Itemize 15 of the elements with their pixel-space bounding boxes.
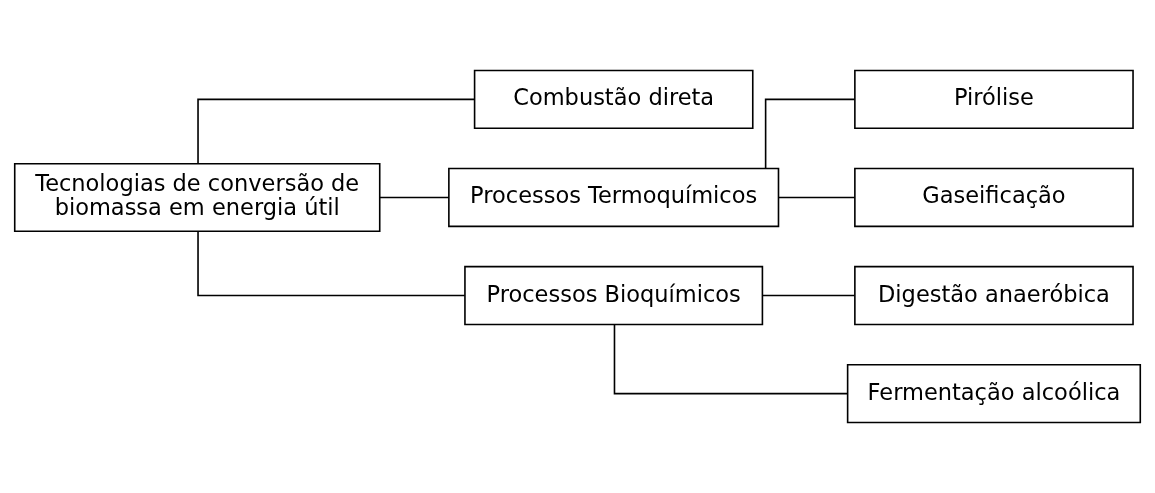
connector [762,294,856,297]
connector [778,196,856,199]
connector [764,98,856,169]
connector [197,98,475,164]
node-box: Processos Bioquímicos [464,265,764,326]
connector [379,196,450,199]
connector [613,324,849,395]
node-box: Digestão anaeróbica [854,265,1134,326]
node-box: Processos Termoquímicos [448,167,780,228]
node-box: Fermentação alcoólica [846,363,1142,424]
node-box: Gaseificação [854,167,1134,228]
connector [197,230,466,297]
node-box: Pirólise [854,69,1134,130]
node-box: Tecnologias de conversão de biomassa em energia útil [13,162,381,233]
node-box: Combustão direta [473,69,754,130]
